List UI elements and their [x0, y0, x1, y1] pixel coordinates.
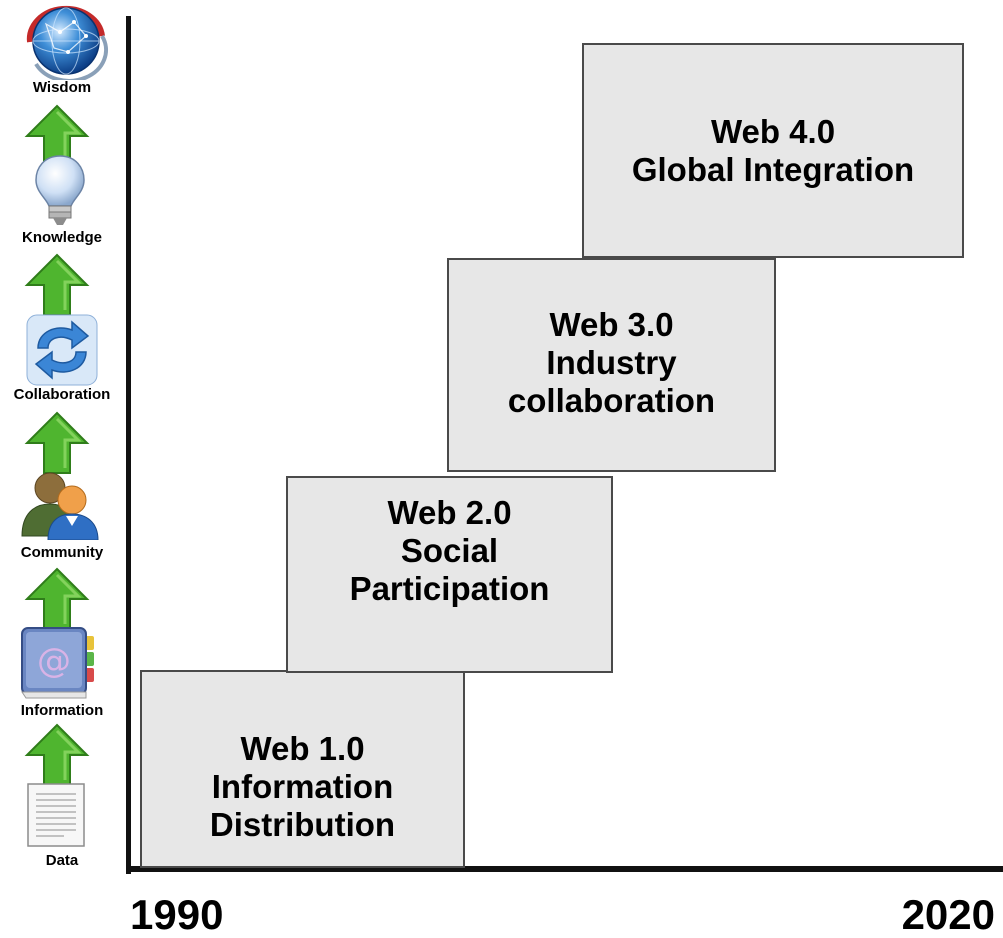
x-axis-line	[126, 866, 1003, 872]
web-4-box: Web 4.0 Global Integration	[582, 43, 964, 258]
web-1-line-2: Information	[211, 768, 394, 805]
sync-icon	[26, 314, 98, 386]
web-1-line-3: Distribution	[209, 806, 396, 843]
data-label: Data	[45, 852, 79, 869]
lightbulb-icon	[35, 155, 85, 225]
up-arrow-icon	[24, 411, 90, 474]
web-2-version: Web 2.0	[387, 494, 512, 531]
web-3-box: Web 3.0 Industry collaboration	[447, 258, 776, 472]
web-2-box: Web 2.0 Social Participation	[286, 476, 613, 673]
web-4-line-2: Global Integration	[631, 151, 915, 188]
globe-icon	[26, 5, 108, 80]
information-label: Information	[20, 702, 104, 719]
wisdom-label: Wisdom	[32, 79, 92, 96]
web-3-version: Web 3.0	[549, 306, 674, 343]
year-end-label: 2020	[901, 891, 995, 938]
knowledge-label: Knowledge	[21, 229, 102, 246]
web-1-box: Web 1.0 Information Distribution	[140, 670, 465, 868]
document-icon	[27, 783, 85, 847]
web-1-version: Web 1.0	[240, 730, 365, 767]
web-3-line-3: collaboration	[507, 382, 716, 419]
y-axis-line	[126, 16, 131, 874]
up-arrow-icon	[24, 723, 90, 786]
svg-text:@: @	[37, 641, 71, 681]
web-4-version: Web 4.0	[710, 113, 836, 150]
up-arrow-icon	[24, 253, 90, 316]
people-icon	[21, 472, 99, 540]
web-3-line-2: Industry	[546, 344, 677, 381]
up-arrow-icon	[24, 567, 90, 630]
year-start-label: 1990	[130, 891, 224, 938]
community-label: Community	[20, 544, 104, 561]
web-2-line-3: Participation	[349, 570, 550, 607]
web-2-line-2: Social	[400, 532, 499, 569]
collaboration-label: Collaboration	[13, 386, 111, 403]
address-book-icon: @	[21, 627, 94, 699]
